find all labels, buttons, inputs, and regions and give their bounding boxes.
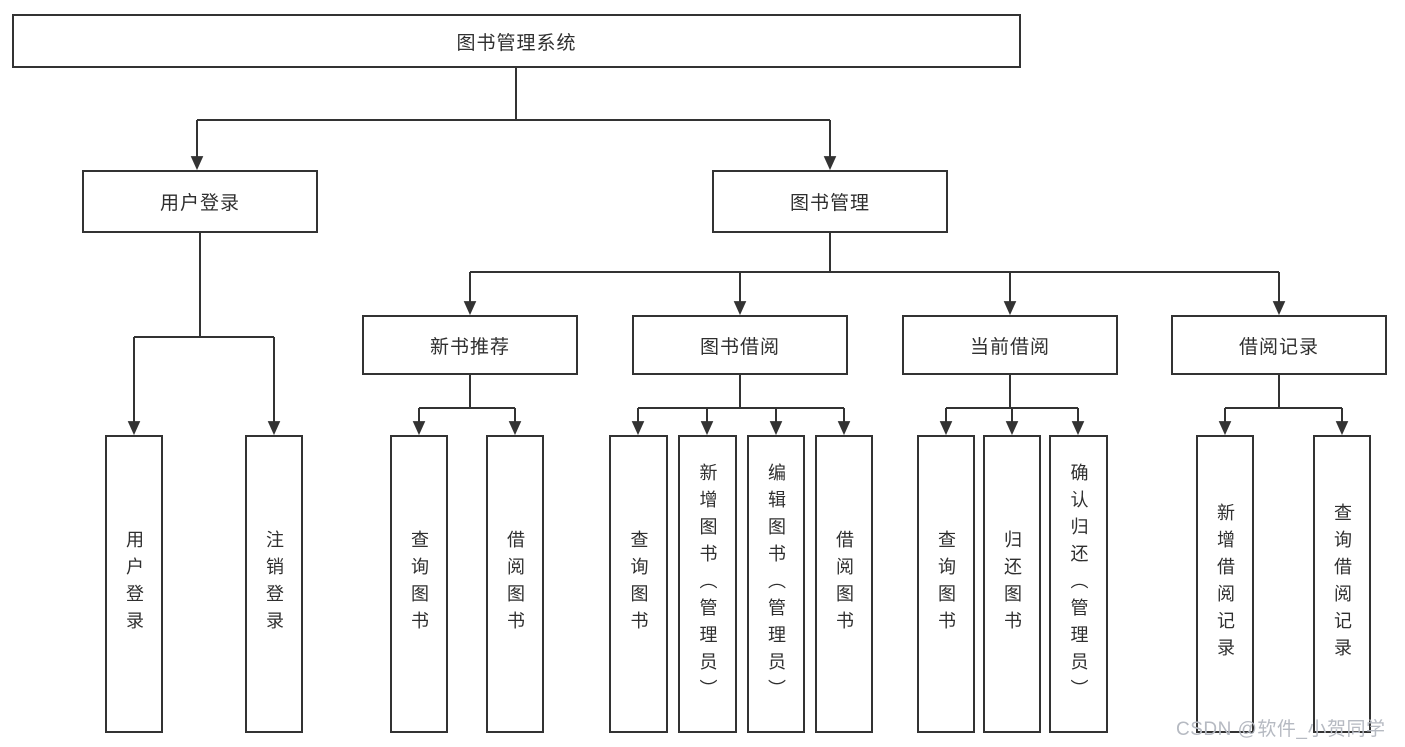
leaf-records-add-record: 新增借阅记录 — [1196, 435, 1254, 733]
leaf-borrow-add-books-admin: 新增图书（管理员） — [678, 435, 737, 733]
leaf-borrow-edit-books-admin: 编辑图书（管理员） — [747, 435, 805, 733]
leaf-user-login: 用户登录 — [105, 435, 163, 733]
module-new-book-recommend: 新书推荐 — [362, 315, 578, 375]
branch-user-login: 用户登录 — [82, 170, 318, 233]
leaf-records-query-record: 查询借阅记录 — [1313, 435, 1371, 733]
leaf-current-query-books: 查询图书 — [917, 435, 975, 733]
leaf-recommend-borrow-books: 借阅图书 — [486, 435, 544, 733]
branch-book-management: 图书管理 — [712, 170, 948, 233]
watermark-text: CSDN @软件_小贺同学 — [1176, 719, 1386, 740]
leaf-borrow-borrow-books: 借阅图书 — [815, 435, 873, 733]
leaf-current-return-books: 归还图书 — [983, 435, 1041, 733]
module-current-borrow: 当前借阅 — [902, 315, 1118, 375]
leaf-logout: 注销登录 — [245, 435, 303, 733]
leaf-recommend-query-books: 查询图书 — [390, 435, 448, 733]
leaf-current-confirm-return-admin: 确认归还（管理员） — [1049, 435, 1108, 733]
leaf-borrow-query-books: 查询图书 — [609, 435, 668, 733]
root-node: 图书管理系统 — [12, 14, 1021, 68]
module-borrow-records: 借阅记录 — [1171, 315, 1387, 375]
module-book-borrow: 图书借阅 — [632, 315, 848, 375]
